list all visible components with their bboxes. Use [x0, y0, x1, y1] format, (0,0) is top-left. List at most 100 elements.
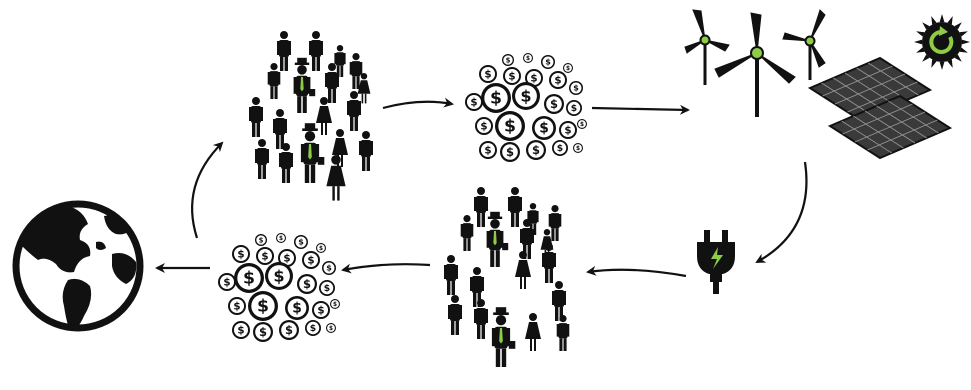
solar-panel	[827, 94, 953, 160]
svg-text:$: $	[257, 297, 269, 317]
money-coins-icon: $$$$$$$$$$$$$$$$$$$$$$$$	[218, 233, 340, 342]
dollar-coin: $	[479, 141, 497, 159]
person-figure	[474, 299, 488, 339]
dollar-coin: $	[302, 251, 320, 269]
dollar-coin: $	[541, 55, 555, 69]
dollar-coin: $	[305, 320, 321, 336]
arrow-money-to-energy	[591, 104, 690, 115]
dollar-coin: $	[544, 94, 564, 114]
person-figure	[334, 45, 346, 77]
dollar-coin: $	[503, 67, 521, 85]
dollar-coin: $	[232, 245, 250, 263]
person-figure	[508, 187, 522, 227]
svg-text:$: $	[317, 304, 324, 316]
svg-text:$: $	[539, 121, 549, 137]
svg-text:$: $	[532, 143, 540, 157]
dollar-coin: $	[577, 119, 587, 129]
svg-text:$: $	[261, 250, 268, 262]
svg-text:$: $	[490, 89, 502, 109]
dollar-coin: $	[569, 81, 583, 95]
svg-text:$: $	[506, 145, 514, 159]
dollar-coin: $	[228, 297, 246, 315]
arrow-crowd-to-money2	[341, 263, 431, 274]
svg-text:$: $	[307, 254, 314, 266]
dollar-coin: $	[255, 234, 267, 246]
svg-text:$: $	[292, 301, 302, 317]
svg-text:$: $	[223, 276, 230, 288]
dollar-coin: $	[265, 262, 293, 290]
svg-text:$: $	[506, 56, 511, 64]
dollar-coin: $	[312, 301, 330, 319]
svg-text:$: $	[484, 144, 491, 156]
person-figure	[326, 155, 346, 201]
dollar-coin: $	[526, 140, 546, 160]
dollar-coin: $	[495, 111, 525, 141]
svg-text:$: $	[557, 143, 563, 154]
person-figure	[255, 139, 269, 179]
svg-text:$: $	[530, 72, 537, 84]
dollar-coin: $	[256, 247, 274, 265]
dollar-coin: $	[279, 320, 299, 340]
svg-text:$: $	[480, 120, 487, 132]
svg-text:$: $	[310, 323, 316, 334]
svg-text:$: $	[545, 58, 551, 67]
dollar-coin: $	[218, 273, 236, 291]
electric-plug-icon	[697, 230, 735, 294]
person-figure	[267, 63, 281, 99]
dollar-coin: $	[297, 274, 317, 294]
svg-text:$: $	[573, 84, 579, 93]
svg-text:$: $	[564, 124, 571, 136]
dollar-coin: $	[502, 54, 514, 66]
person-figure	[548, 205, 562, 241]
person-figure	[293, 57, 316, 113]
person-figure	[309, 31, 323, 71]
person-figure	[474, 187, 488, 227]
person-figure	[316, 97, 332, 135]
person-figure	[359, 131, 373, 171]
people-crowd-icon	[249, 31, 373, 201]
svg-text:$: $	[329, 326, 333, 332]
svg-text:$: $	[554, 74, 561, 86]
svg-text:$: $	[333, 302, 337, 308]
person-figure	[249, 97, 263, 137]
dollar-coin: $	[559, 121, 577, 139]
money-coins-icon: $$$$$$$$$$$$$$$$$$$$$$$$	[465, 53, 587, 162]
dollar-coin: $	[248, 291, 278, 321]
dollar-coin: $	[573, 143, 583, 153]
svg-text:$: $	[470, 96, 477, 108]
svg-text:$: $	[283, 252, 290, 264]
wind-turbine-icon	[684, 9, 826, 117]
dollar-coin: $	[552, 140, 568, 156]
svg-text:$: $	[259, 325, 267, 339]
svg-text:$: $	[326, 264, 332, 273]
person-figure	[279, 143, 293, 183]
dollar-coin: $	[234, 263, 264, 293]
dollar-coin: $	[330, 299, 340, 309]
dollar-coin: $	[294, 235, 308, 249]
svg-text:$: $	[566, 66, 570, 72]
svg-text:$: $	[259, 236, 264, 244]
svg-text:$: $	[324, 283, 330, 294]
globe-icon	[12, 200, 144, 332]
person-figure	[357, 73, 371, 104]
person-figure	[349, 53, 363, 89]
person-figure	[277, 31, 291, 71]
dollar-coin: $	[549, 71, 567, 89]
svg-text:$: $	[298, 238, 304, 247]
arrow-plug-to-crowd	[586, 265, 687, 278]
dollar-coin: $	[316, 243, 326, 253]
svg-text:$: $	[237, 248, 244, 260]
dollar-coin: $	[319, 280, 335, 296]
arrow-energy-to-plug	[755, 161, 808, 263]
dollar-coin: $	[285, 296, 309, 320]
svg-text:$: $	[243, 269, 255, 289]
person-figure	[460, 215, 474, 251]
svg-text:$: $	[319, 246, 323, 252]
person-figure	[491, 307, 516, 367]
person-figure	[515, 251, 531, 289]
dollar-coin: $	[523, 53, 533, 63]
sun-icon	[914, 14, 970, 70]
person-figure	[525, 313, 541, 351]
person-figure	[347, 91, 361, 131]
